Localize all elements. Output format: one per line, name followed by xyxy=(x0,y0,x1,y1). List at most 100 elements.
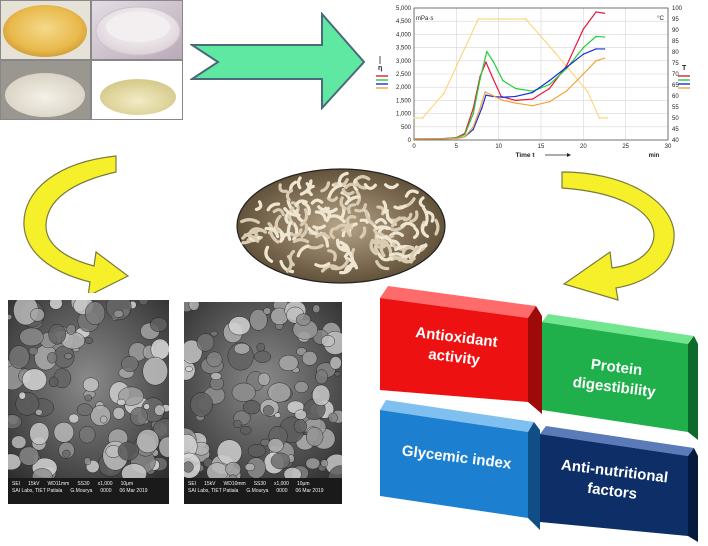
sem-granule xyxy=(312,384,331,406)
viscosity-point xyxy=(464,134,466,136)
antinutritional-box: Anti-nutritionalfactors xyxy=(540,426,698,542)
sem-lab: SAI Labs, TIET Patiala xyxy=(12,488,63,494)
viscosity-point xyxy=(502,79,504,82)
sem-granule xyxy=(158,436,169,458)
pasta-piece xyxy=(326,196,339,203)
sem-granule xyxy=(85,301,106,325)
pasta-piece xyxy=(409,210,419,224)
pasta-piece xyxy=(294,199,308,208)
pasta-piece xyxy=(377,252,393,262)
pasta-piece xyxy=(373,239,387,251)
sem-micrograph-right: SEI 15kV WD10mm SS30 x1,000 10μm SAI Lab… xyxy=(184,302,342,504)
pasta-piece xyxy=(296,176,302,190)
pasta-piece xyxy=(264,226,280,239)
viscosity-point xyxy=(531,98,534,100)
viscosity-point xyxy=(438,138,441,140)
y-right-tick-label: 45 xyxy=(672,127,679,133)
sem-granule xyxy=(8,314,13,321)
viscosity-series-line xyxy=(413,35,605,140)
viscosity-point xyxy=(472,107,474,110)
temperature-point xyxy=(553,51,556,53)
pasta-piece xyxy=(327,249,337,262)
chart-background xyxy=(368,0,692,162)
sem-granule xyxy=(11,435,27,449)
pasta-piece xyxy=(364,209,375,226)
sem-granule xyxy=(18,446,40,466)
viscosity-point xyxy=(595,48,597,50)
sem-granule xyxy=(76,403,93,417)
pasta-piece xyxy=(383,183,399,190)
sem-granule xyxy=(267,382,292,403)
pasta-piece xyxy=(426,210,435,223)
sem-granule xyxy=(53,421,75,443)
viscosity-point xyxy=(603,12,606,14)
sem-granule xyxy=(210,372,222,381)
x-tick-label: 15 xyxy=(538,144,545,150)
sem-granule xyxy=(190,392,213,417)
y-left-tick-label: 2,500 xyxy=(396,72,412,78)
sem-granule xyxy=(143,403,151,410)
pasta-piece xyxy=(377,240,389,249)
yellow-flour-photo xyxy=(1,1,90,59)
sem-granule xyxy=(315,369,329,385)
pasta-piece xyxy=(254,200,263,212)
pasta-piece xyxy=(344,195,361,206)
pasta-piece xyxy=(299,179,313,196)
pasta-piece xyxy=(354,175,371,182)
pasta-piece xyxy=(375,234,389,240)
sem-granule xyxy=(8,414,22,430)
pasta-piece xyxy=(382,200,388,214)
pasta-piece xyxy=(402,212,413,222)
sem-granule xyxy=(113,309,124,318)
yellow-curved-arrow-right xyxy=(561,171,675,301)
sem-granule xyxy=(83,457,92,466)
pasta-piece xyxy=(339,196,348,211)
pasta-piece xyxy=(320,181,331,193)
sem-date: 06 Mar 2019 xyxy=(119,488,148,494)
viscosity-point xyxy=(531,104,534,107)
pasta-piece xyxy=(418,196,426,209)
pasta-piece xyxy=(434,218,440,236)
sem-granule xyxy=(294,409,307,420)
sem-granule xyxy=(150,338,169,360)
y-right-tick-label: 40 xyxy=(672,138,679,144)
pasta-piece xyxy=(359,226,367,239)
viscosity-point xyxy=(472,126,474,128)
sem-granule xyxy=(8,345,30,369)
pasta-piece xyxy=(286,221,292,241)
sem-granule xyxy=(47,352,58,364)
pasta-piece xyxy=(272,208,285,217)
pasta-piece xyxy=(264,245,274,263)
viscosity-point xyxy=(479,107,481,110)
viscosity-point xyxy=(548,87,551,90)
sem-granule xyxy=(82,377,99,392)
sem-info-bar-left: SEI 15kV WD11mm SS30 x1,000 10μm SAI Lab… xyxy=(8,478,169,504)
pasta-piece xyxy=(393,204,407,210)
y-right-tick-label: 90 xyxy=(672,28,679,34)
y-left-tick-label: 0 xyxy=(408,138,412,144)
sem-granule xyxy=(35,408,43,416)
viscosity-point xyxy=(472,112,474,115)
x-tick-label: 0 xyxy=(412,144,416,150)
pasta-piece xyxy=(375,259,390,271)
sem-granule xyxy=(84,394,93,402)
sem-magnification: x1,000 xyxy=(273,481,289,487)
sem-date: 06 Mar 2019 xyxy=(295,488,324,494)
sem-granule xyxy=(267,438,284,453)
sem-granule xyxy=(154,404,165,416)
white-flour-photo xyxy=(1,61,90,119)
pasta-piece xyxy=(354,203,367,213)
y-right-unit: °C xyxy=(657,16,664,22)
pasta-piece xyxy=(420,223,430,238)
pasta-piece xyxy=(369,238,378,256)
pasta-piece xyxy=(355,180,368,190)
viscosity-point xyxy=(595,11,597,13)
sem-granule xyxy=(136,429,160,454)
sem-magnification: x1,000 xyxy=(97,481,113,487)
sem-granule xyxy=(184,461,194,473)
sem-granule xyxy=(30,307,45,322)
pasta-piece xyxy=(240,218,260,224)
sem-granule xyxy=(296,313,311,326)
temperature-point xyxy=(586,90,589,93)
temperature-point xyxy=(477,18,480,20)
